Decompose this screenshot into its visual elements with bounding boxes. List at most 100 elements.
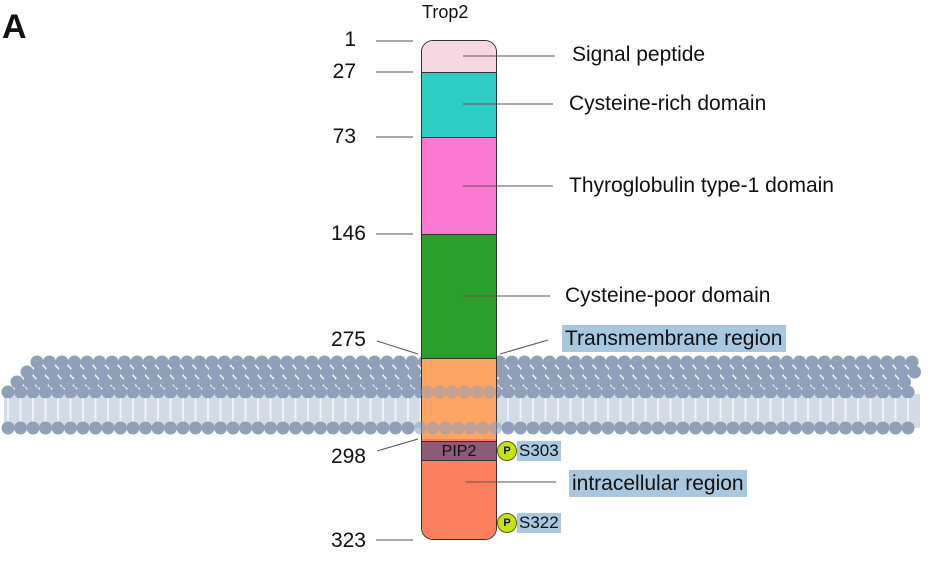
lipid-head xyxy=(360,375,374,389)
lipid-head xyxy=(795,365,809,379)
lipid-head xyxy=(470,385,484,399)
lipid-head xyxy=(514,385,527,399)
lipid-head xyxy=(114,421,127,435)
lipid-head xyxy=(660,375,674,389)
lipid-head xyxy=(776,421,790,435)
lipid-head xyxy=(698,375,711,389)
lipid-head xyxy=(295,365,309,379)
lipid-head xyxy=(505,355,519,369)
lipid-head xyxy=(260,375,274,389)
lipid-head xyxy=(743,355,756,369)
lipid-head xyxy=(860,375,874,389)
lipid-head xyxy=(414,421,427,435)
lipid-head xyxy=(689,421,702,435)
lipid-head xyxy=(76,385,90,399)
lipid-head xyxy=(664,421,677,435)
lipid-head xyxy=(158,365,171,379)
lipid-head xyxy=(64,385,77,399)
lipid-head xyxy=(820,365,834,379)
lipid-head xyxy=(576,421,590,435)
lipid-head xyxy=(398,375,411,389)
lipid-head xyxy=(273,375,286,389)
lipid-head xyxy=(658,365,671,379)
lipid-head xyxy=(845,365,859,379)
lipid-head xyxy=(764,421,777,435)
lipid-head xyxy=(93,355,106,369)
lipid-head xyxy=(648,375,661,389)
lipid-head xyxy=(383,365,396,379)
lipid-head xyxy=(401,421,415,435)
lipid-head xyxy=(239,385,252,399)
domain-label-highlighted: Transmembrane region xyxy=(562,325,786,352)
lipid-head xyxy=(51,421,65,435)
lipid-head xyxy=(243,355,256,369)
lipid-head xyxy=(858,365,871,379)
lipid-head xyxy=(876,385,890,399)
lipid-head xyxy=(585,375,599,389)
lipid-head xyxy=(318,355,331,369)
lipid-head xyxy=(789,385,802,399)
lipid-head xyxy=(110,375,124,389)
lipid-head xyxy=(770,365,784,379)
lipid-head xyxy=(489,421,502,435)
lipid-head xyxy=(445,385,459,399)
lipid-head xyxy=(564,385,577,399)
domain-label: Cysteine-rich domain xyxy=(569,92,767,115)
lipid-head xyxy=(208,365,221,379)
lipid-head xyxy=(901,385,915,399)
lipid-head xyxy=(551,421,565,435)
lipid-head xyxy=(101,421,115,435)
lipid-head xyxy=(114,385,127,399)
lipid-head xyxy=(701,421,715,435)
lipid-head xyxy=(833,365,846,379)
lipid-head xyxy=(739,385,752,399)
lipid-head xyxy=(168,355,181,369)
lipid-head xyxy=(123,375,136,389)
lipid-head xyxy=(735,375,749,389)
lipid-head xyxy=(908,365,921,379)
lipid-head xyxy=(643,355,656,369)
lipid-head xyxy=(43,355,56,369)
lipid-head xyxy=(376,421,390,435)
lipid-head xyxy=(814,421,827,435)
lipid-head xyxy=(326,385,340,399)
lipid-head xyxy=(835,375,849,389)
lipid-head xyxy=(564,421,577,435)
position-label: 27 xyxy=(332,60,356,83)
lipid-head xyxy=(135,375,149,389)
lipid-head xyxy=(518,355,531,369)
lipid-head xyxy=(610,375,624,389)
lipid-head xyxy=(289,385,302,399)
lipid-head xyxy=(226,421,240,435)
lipid-head xyxy=(35,375,49,389)
lipid-head xyxy=(889,421,902,435)
lipid-head xyxy=(789,421,802,435)
lipid-head xyxy=(673,375,686,389)
lipid-head xyxy=(45,365,59,379)
lipid-head xyxy=(58,365,71,379)
lipid-head xyxy=(170,365,184,379)
lipid-head xyxy=(733,365,746,379)
lipid-head xyxy=(373,375,386,389)
lipid-head xyxy=(51,385,65,399)
lipid-head xyxy=(145,365,159,379)
lipid-head xyxy=(589,421,602,435)
lipid-head xyxy=(358,365,371,379)
lipid-head xyxy=(705,355,719,369)
position-label: 1 xyxy=(344,28,356,51)
lipid-head xyxy=(345,365,359,379)
segment-signal-peptide xyxy=(422,41,496,73)
lipid-head xyxy=(855,355,869,369)
lipid-head xyxy=(664,385,677,399)
lipid-head xyxy=(901,421,915,435)
lipid-head xyxy=(539,385,552,399)
phosphorylation-icon: P xyxy=(497,513,517,533)
lipid-head xyxy=(689,385,702,399)
lipid-head xyxy=(339,421,352,435)
lipid-head xyxy=(605,355,619,369)
lipid-head xyxy=(573,375,586,389)
lipid-head xyxy=(251,421,265,435)
lipid-head xyxy=(751,385,765,399)
